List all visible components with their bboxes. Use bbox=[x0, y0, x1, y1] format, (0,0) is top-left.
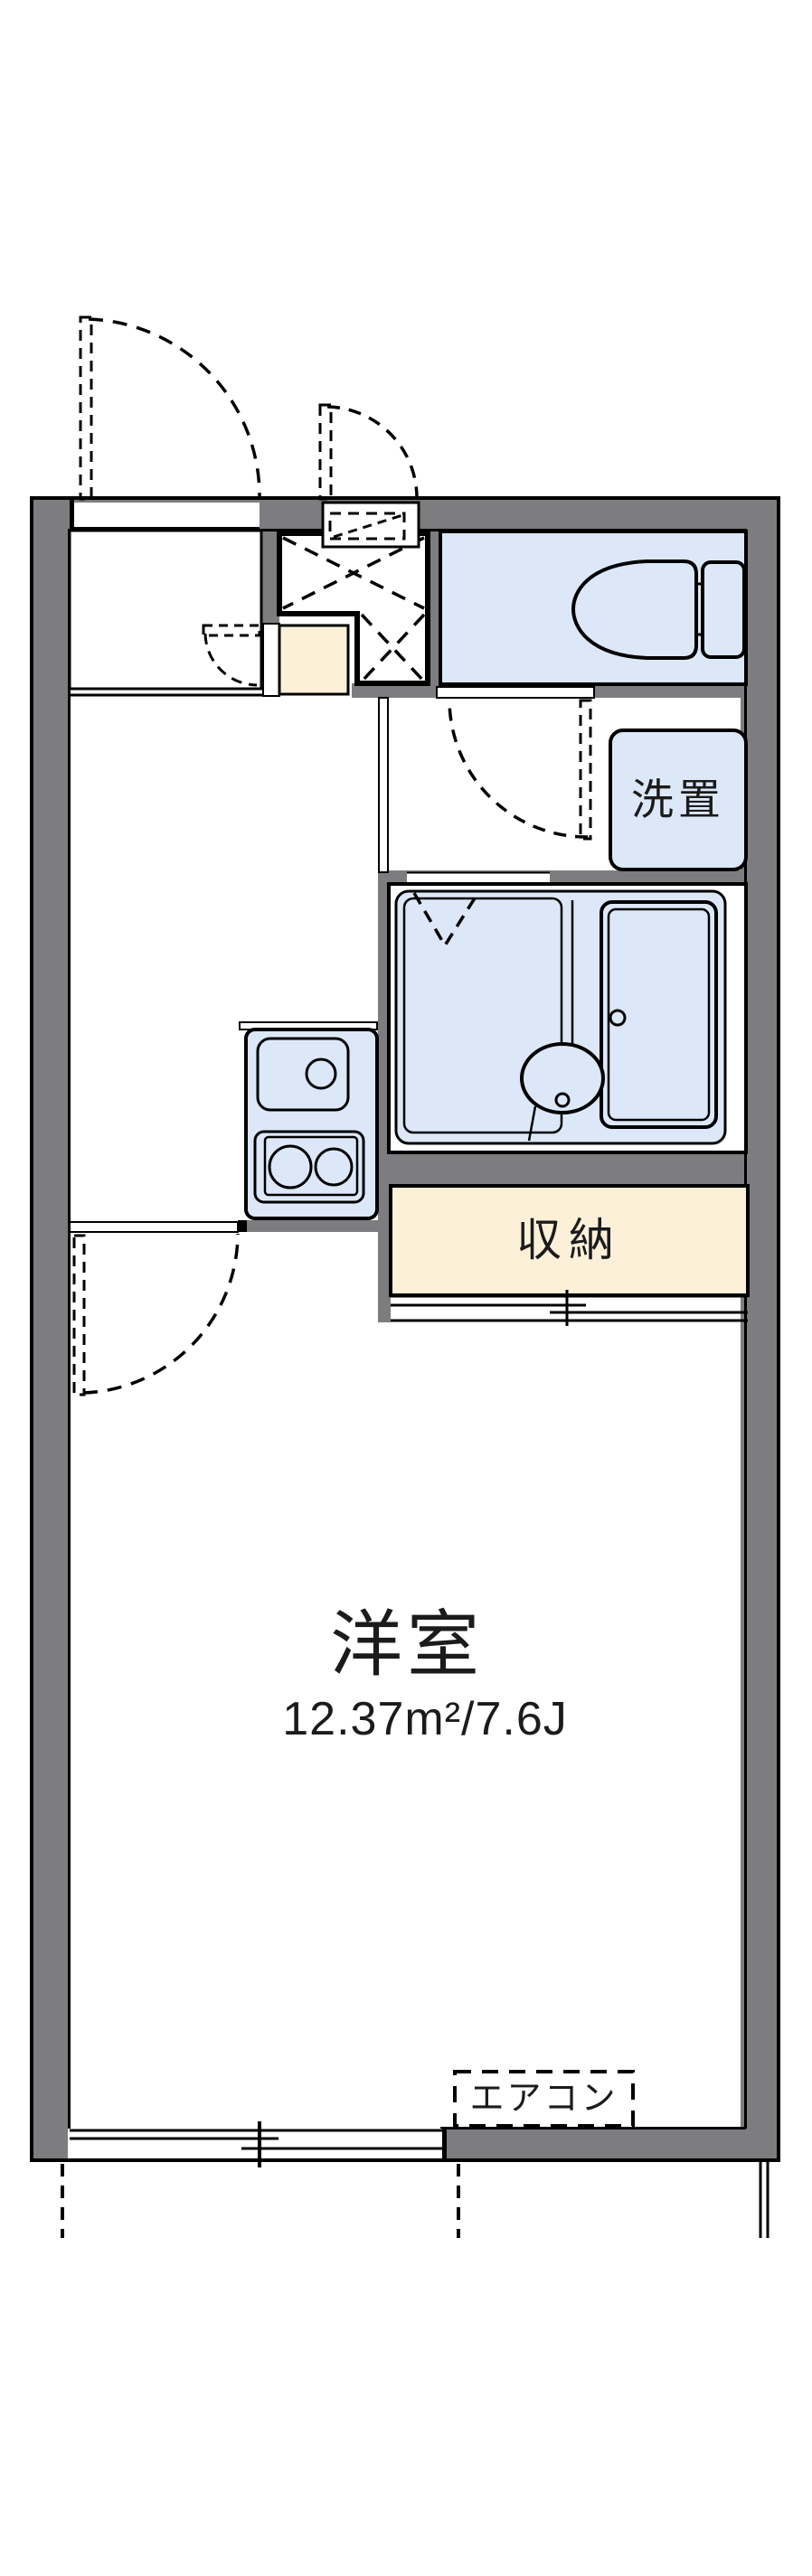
hall-door-arc bbox=[202, 624, 261, 687]
entrance-cross-hatch bbox=[282, 536, 426, 683]
washing-machine-space bbox=[609, 729, 748, 871]
shower-area bbox=[402, 897, 574, 1142]
kitchen-sink-icon bbox=[256, 1037, 350, 1112]
sliding-door-symbol bbox=[391, 1290, 748, 1326]
bottom-wall-jamb bbox=[440, 2127, 447, 2162]
main-room-area-label: 12.37m²/7.6J bbox=[282, 1693, 568, 1745]
doors bbox=[72, 315, 592, 1396]
entrance-step bbox=[278, 624, 350, 696]
kitchen-unit bbox=[69, 1021, 379, 1233]
main-room-label: 洋室 bbox=[330, 1604, 484, 1685]
genkan-door-arc bbox=[318, 403, 419, 501]
aircon-box bbox=[453, 2070, 635, 2128]
toilet-icon bbox=[571, 559, 746, 660]
entry-opening bbox=[70, 500, 260, 530]
toilet-room bbox=[436, 530, 748, 699]
washbasin-icon bbox=[520, 1042, 605, 1114]
room-door-arc bbox=[72, 1233, 240, 1396]
storage-closet bbox=[389, 1184, 750, 1326]
cooktop-icon bbox=[253, 1130, 365, 1204]
balcony-boundary bbox=[61, 2162, 770, 2238]
washroom bbox=[378, 697, 748, 873]
genkan bbox=[262, 501, 430, 697]
entry-door-arc bbox=[79, 315, 261, 501]
entry-step-box bbox=[321, 501, 420, 549]
storage-label: 収納 bbox=[516, 1215, 621, 1265]
washer-place-label: 洗置 bbox=[631, 776, 725, 823]
bathtub-icon bbox=[600, 900, 718, 1129]
kitchen-wall-jamb bbox=[238, 1220, 247, 1232]
bathroom bbox=[387, 871, 748, 1154]
aircon-label: エアコン bbox=[469, 2080, 618, 2118]
washroom-door-arc bbox=[448, 699, 592, 841]
sliding-window-symbol bbox=[68, 2121, 442, 2167]
hall-doorway bbox=[69, 1221, 239, 1233]
hall-room bbox=[68, 529, 279, 697]
